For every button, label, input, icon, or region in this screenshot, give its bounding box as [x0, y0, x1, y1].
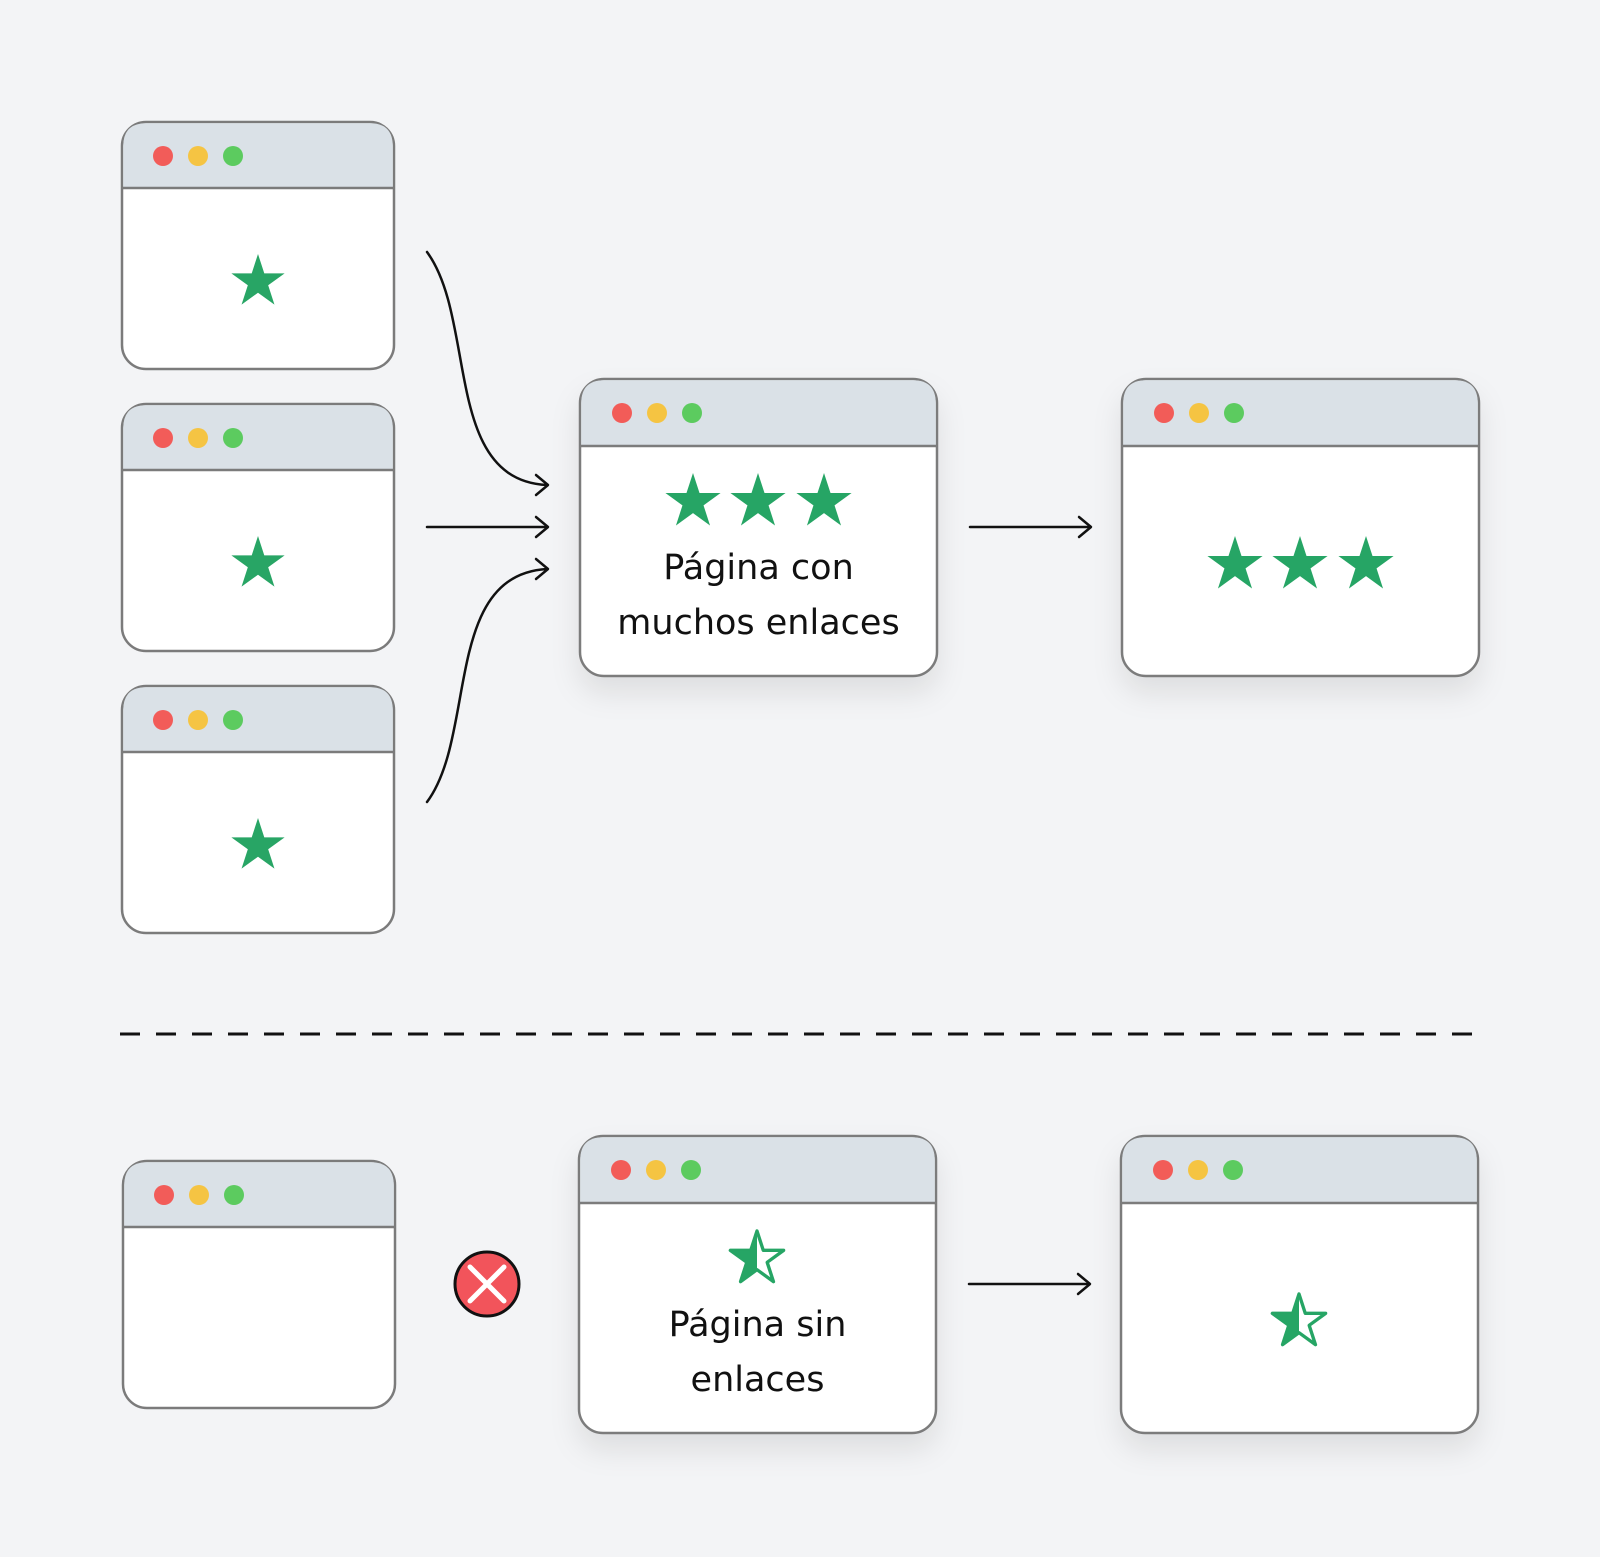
- hub-page: [578, 377, 939, 678]
- cross-mark: [467, 1264, 507, 1304]
- close-dot-icon: [612, 403, 632, 423]
- close-dot-icon: [153, 428, 173, 448]
- minimize-dot-icon: [1189, 403, 1209, 423]
- maximize-dot-icon: [223, 428, 243, 448]
- maximize-dot-icon: [681, 1160, 701, 1180]
- half-star-icon: [1272, 1294, 1325, 1345]
- half-star-icon: [730, 1231, 783, 1282]
- minimize-dot-icon: [1188, 1160, 1208, 1180]
- outbound-link-weak: [967, 1272, 1092, 1296]
- title-bar: [1123, 380, 1478, 446]
- title-bar: [1122, 1137, 1477, 1203]
- window-frame: [1120, 377, 1481, 678]
- weak-result-page: [1119, 1134, 1480, 1435]
- title-bar: [580, 1137, 935, 1203]
- source-page-2: [120, 402, 396, 653]
- title-bar: [123, 687, 393, 752]
- close-dot-icon: [611, 1160, 631, 1180]
- maximize-dot-icon: [224, 1185, 244, 1205]
- window-frame: [577, 1134, 938, 1435]
- close-dot-icon: [154, 1185, 174, 1205]
- no-link-badge: [453, 1250, 521, 1318]
- arrowhead-icon: [1076, 1272, 1092, 1296]
- hub-page-label: Página con muchos enlaces: [617, 548, 900, 643]
- minimize-dot-icon: [188, 710, 208, 730]
- title-bar: [581, 380, 936, 446]
- inbound-links: [425, 250, 550, 804]
- maximize-dot-icon: [1223, 1160, 1243, 1180]
- title-bar: [123, 405, 393, 470]
- arrowhead-icon: [534, 515, 550, 539]
- minimize-dot-icon: [647, 403, 667, 423]
- title-bar: [123, 123, 393, 188]
- minimize-dot-icon: [188, 428, 208, 448]
- source-page-3: [120, 684, 396, 935]
- isolated-page: [577, 1134, 938, 1435]
- outbound-link: [968, 515, 1093, 539]
- maximize-dot-icon: [223, 710, 243, 730]
- link-arrow-1: [425, 250, 549, 487]
- source-page-1: [120, 120, 396, 371]
- window-frame: [1119, 1134, 1480, 1435]
- close-dot-icon: [1153, 1160, 1173, 1180]
- title-bar: [124, 1162, 394, 1227]
- arrowhead-icon: [534, 557, 550, 581]
- minimize-dot-icon: [189, 1185, 209, 1205]
- arrowhead-icon: [534, 473, 550, 497]
- maximize-dot-icon: [1224, 403, 1244, 423]
- close-dot-icon: [153, 710, 173, 730]
- link-arrow-3: [425, 567, 549, 804]
- minimize-dot-icon: [646, 1160, 666, 1180]
- isolated-page-label: Página sin enlaces: [668, 1305, 847, 1400]
- empty-source-page: [121, 1159, 397, 1410]
- maximize-dot-icon: [682, 403, 702, 423]
- result-page: [1120, 377, 1481, 678]
- minimize-dot-icon: [188, 146, 208, 166]
- window-frame: [578, 377, 939, 678]
- arrowhead-icon: [1077, 515, 1093, 539]
- maximize-dot-icon: [223, 146, 243, 166]
- close-dot-icon: [153, 146, 173, 166]
- close-dot-icon: [1154, 403, 1174, 423]
